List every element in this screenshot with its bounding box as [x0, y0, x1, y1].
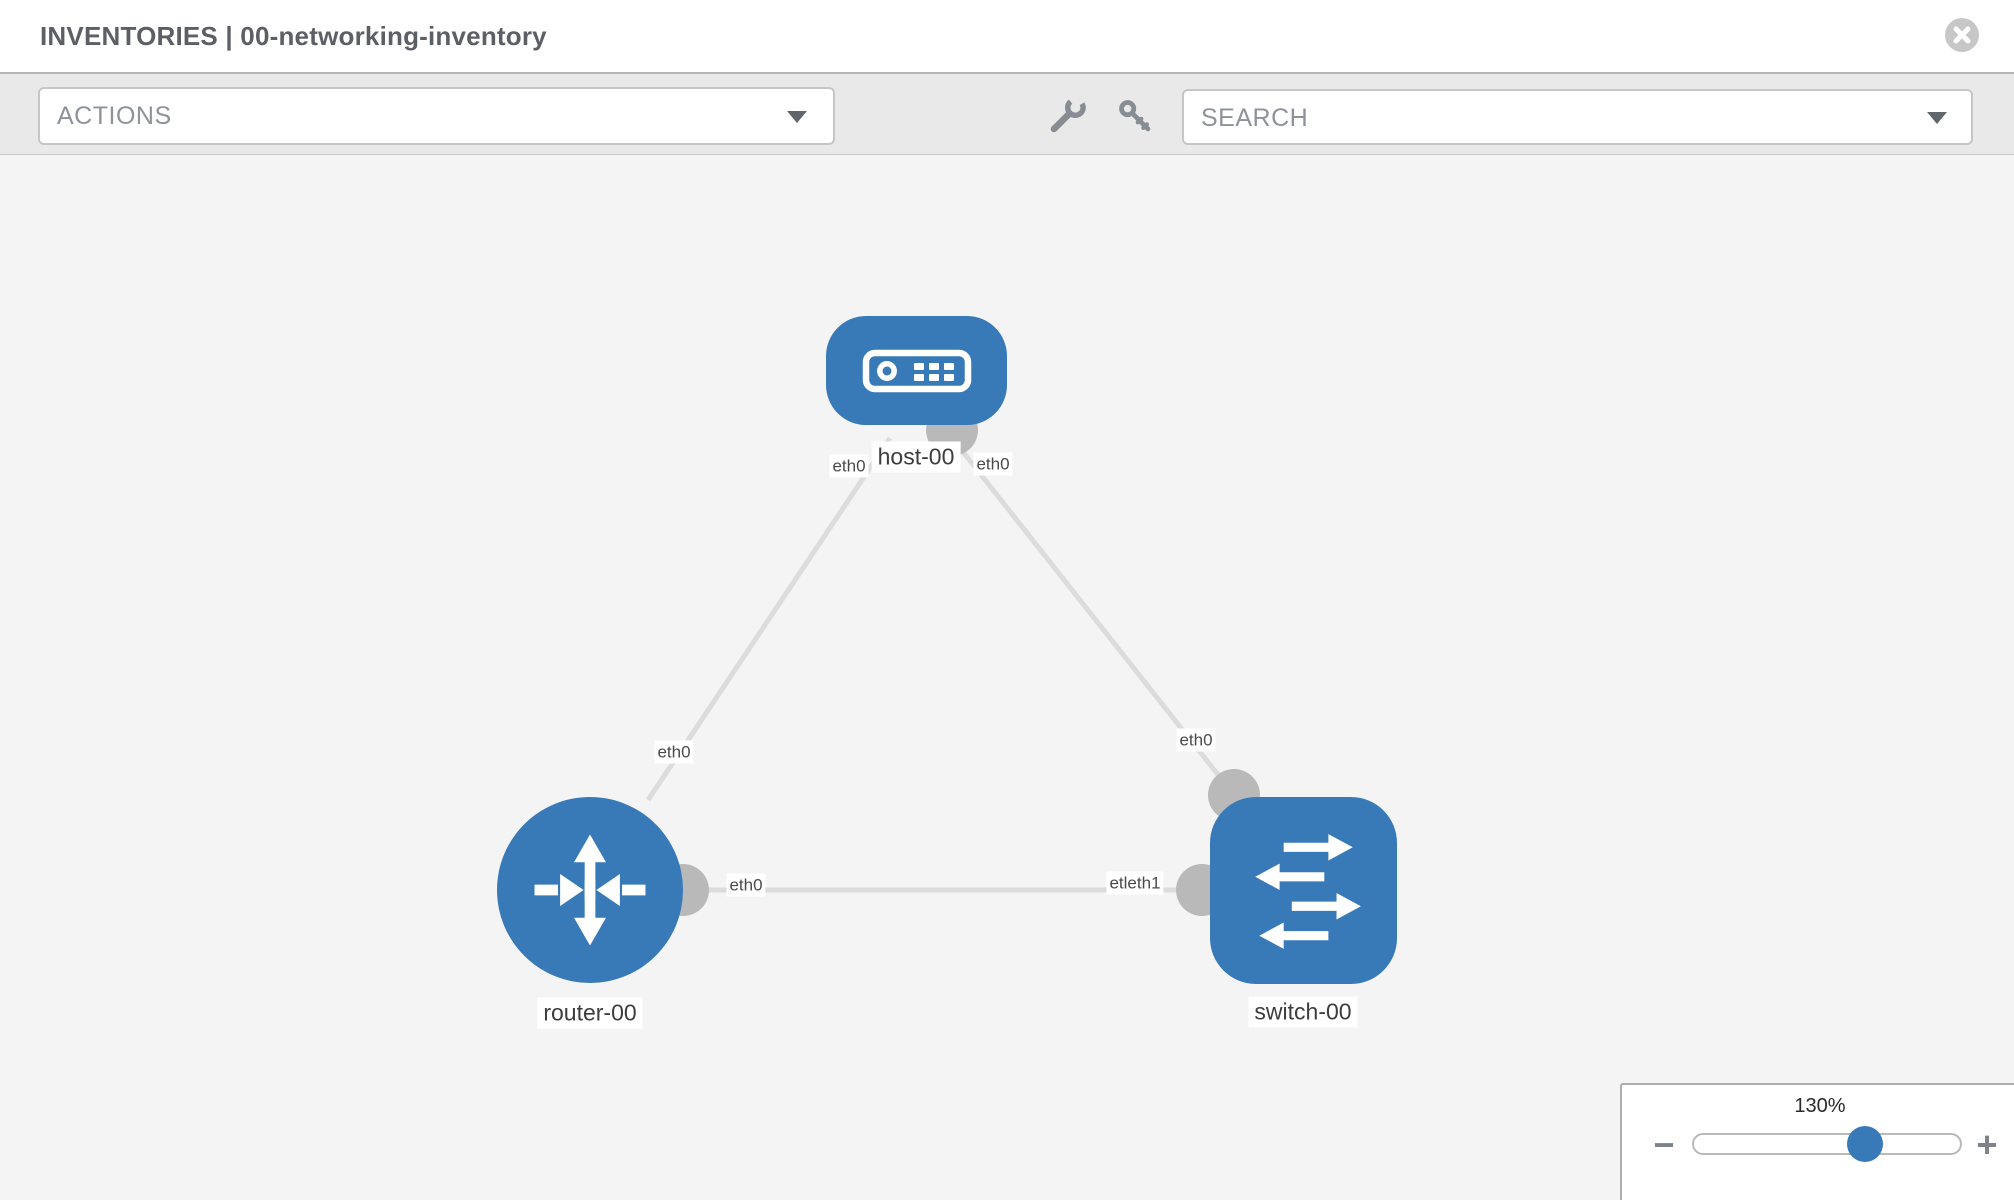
search-dropdown[interactable]: SEARCH — [1182, 89, 1973, 145]
plus-icon: + — [1976, 1124, 1998, 1165]
zoom-panel: 130% − + — [1620, 1083, 2014, 1200]
node-host-00[interactable] — [826, 316, 1007, 425]
key-button[interactable] — [1114, 95, 1156, 137]
zoom-out-button[interactable]: − — [1642, 1123, 1686, 1167]
interface-label: eth0 — [654, 740, 694, 764]
node-label-host: host-00 — [871, 441, 961, 473]
zoom-slider-knob[interactable] — [1847, 1126, 1883, 1162]
actions-dropdown[interactable]: ACTIONS — [38, 87, 835, 145]
wrench-icon — [1050, 97, 1086, 133]
interface-label: eth0 — [1176, 728, 1216, 752]
node-switch-00[interactable] — [1210, 797, 1397, 984]
zoom-level: 130% — [1794, 1095, 1846, 1117]
chevron-down-icon — [1927, 112, 1947, 124]
page-title: INVENTORIES | 00-networking-inventory — [40, 21, 547, 51]
interface-label: etleth1 — [1106, 871, 1164, 895]
search-dropdown-label: SEARCH — [1201, 104, 1309, 132]
zoom-slider-track[interactable] — [1692, 1133, 1962, 1155]
interface-label: eth0 — [973, 452, 1013, 476]
node-router-00[interactable] — [497, 797, 683, 983]
links-layer — [645, 404, 1260, 916]
zoom-in-button[interactable]: + — [1965, 1123, 2009, 1167]
header-bar: INVENTORIES | 00-networking-inventory — [0, 0, 2014, 72]
node-label-switch: switch-00 — [1248, 996, 1358, 1028]
minus-icon: − — [1653, 1124, 1675, 1165]
interface-label: eth0 — [829, 454, 869, 478]
switch-icon — [1254, 833, 1361, 949]
router-icon — [534, 834, 646, 946]
key-icon — [1119, 100, 1151, 132]
interface-label: eth0 — [726, 873, 766, 897]
close-icon — [1945, 18, 1979, 52]
tools-button[interactable] — [1046, 95, 1088, 137]
topology-canvas[interactable]: eth0 eth0 eth0 eth0 eth0 etleth1 host-00… — [0, 155, 2014, 1200]
actions-dropdown-label: ACTIONS — [57, 102, 172, 130]
node-label-router: router-00 — [537, 997, 643, 1029]
close-button[interactable] — [1944, 17, 1980, 53]
link-host-router — [645, 436, 893, 802]
chevron-down-icon — [787, 111, 807, 123]
toolbar: ACTIONS SEARCH — [0, 72, 2014, 155]
host-icon — [862, 349, 971, 392]
